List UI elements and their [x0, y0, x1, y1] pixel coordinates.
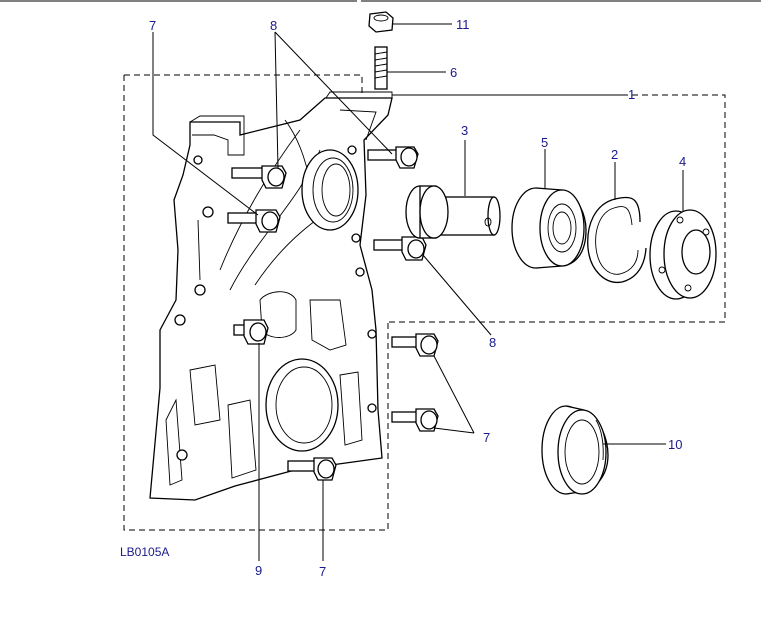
nut [368, 11, 394, 33]
callout-8-top: 8 [270, 18, 277, 33]
callout-10: 10 [668, 437, 682, 452]
assembly-boundary-main [123, 74, 389, 531]
callout-11: 11 [456, 17, 470, 32]
bolt-pair-right-upper [391, 333, 439, 357]
bolt-pair-right-lower [391, 408, 439, 432]
stud [374, 46, 388, 90]
callout-9: 9 [255, 563, 262, 578]
callout-7-bottom: 7 [319, 564, 326, 579]
callout-5: 5 [541, 135, 548, 150]
timing-cover-plate [149, 91, 393, 501]
bolt-right-mid [373, 236, 427, 261]
callout-8-right: 8 [489, 335, 496, 350]
callout-6: 6 [450, 65, 457, 80]
bearing [511, 187, 587, 269]
circlip [587, 196, 647, 283]
leader-lines [152, 23, 684, 561]
bolt-upper-left-1 [231, 165, 287, 189]
callout-1: 1 [628, 87, 635, 102]
diagram-reference-code: LB0105A [120, 545, 169, 559]
bolt-upper-right [367, 146, 419, 169]
callout-7-left: 7 [149, 18, 156, 33]
bolt-center [233, 319, 269, 345]
callout-3: 3 [461, 123, 468, 138]
spigot-bush [405, 185, 501, 239]
bolt-bottom [287, 457, 337, 481]
oil-seal [541, 405, 609, 495]
hub-flange [649, 209, 717, 300]
callout-4: 4 [679, 154, 686, 169]
callout-2: 2 [611, 147, 618, 162]
callout-7-right: 7 [483, 430, 490, 445]
bolt-upper-left-2 [227, 209, 281, 233]
